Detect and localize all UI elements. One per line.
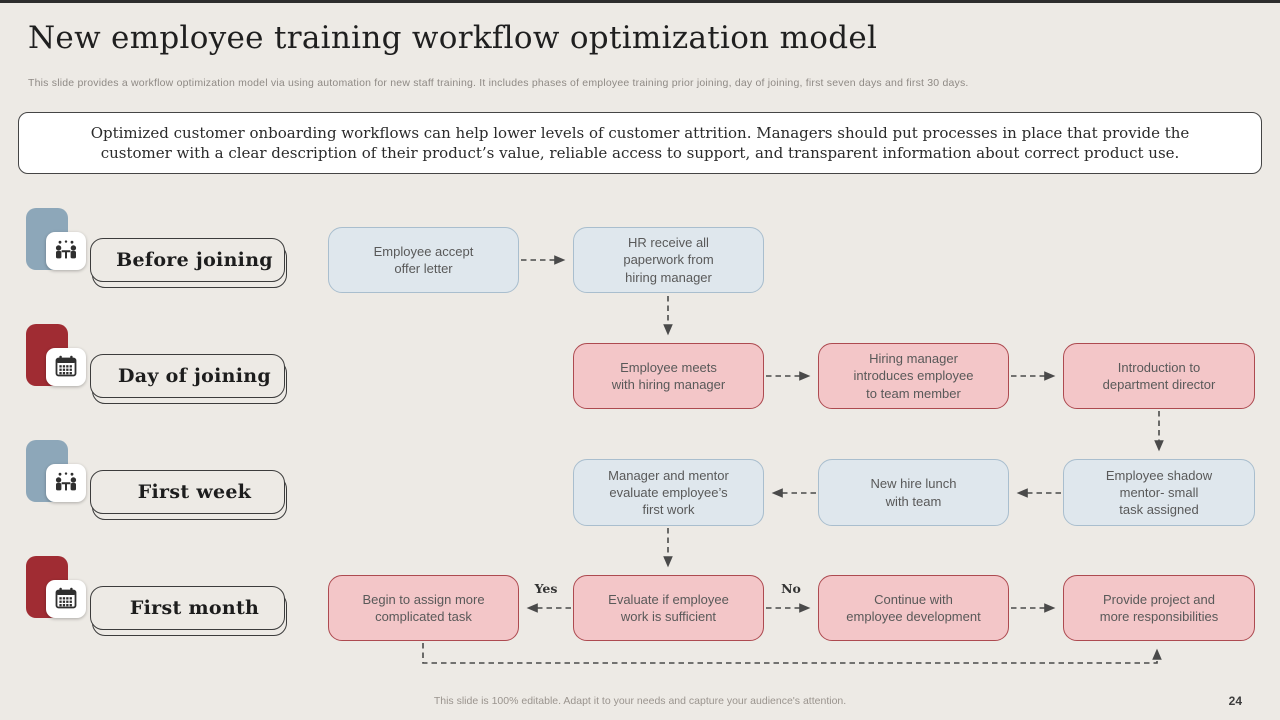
- flow-node-text: Employee meets with hiring manager: [611, 359, 726, 392]
- flow-node-text: Begin to assign more complicated task: [362, 591, 485, 624]
- flow-node-text: Evaluate if employee work is sufficient: [608, 591, 729, 624]
- callout-box: Optimized customer onboarding workflows …: [18, 112, 1262, 174]
- yes-label: Yes: [534, 581, 558, 596]
- flow-node: Manager and mentor evaluate employee’s f…: [573, 459, 764, 526]
- flow-node-text: Manager and mentor evaluate employee’s f…: [608, 467, 729, 518]
- page-number: 24: [1228, 694, 1242, 708]
- footer-note: This slide is 100% editable. Adapt it to…: [433, 695, 847, 707]
- slide-subtitle: This slide provides a workflow optimizat…: [28, 77, 969, 89]
- meeting-icon: [55, 240, 77, 259]
- calendar-icon: [55, 355, 77, 377]
- phase-pill: Before joining: [90, 238, 285, 282]
- flow-node: Employee shadow mentor- small task assig…: [1063, 459, 1255, 526]
- callout-text: Optimized customer onboarding workflows …: [90, 124, 1190, 162]
- phase-icon-tile: [46, 232, 86, 270]
- flow-node-text: Employee shadow mentor- small task assig…: [1105, 467, 1213, 518]
- phase-pill: First week: [90, 470, 285, 514]
- flow-node: Employee meets with hiring manager: [573, 343, 764, 409]
- top-border-line: [0, 0, 1280, 3]
- calendar-icon: [55, 587, 77, 609]
- flow-node: New hire lunch with team: [818, 459, 1009, 526]
- page-title: New employee training workflow optimizat…: [28, 20, 878, 56]
- phase-label: Day of joining: [118, 365, 271, 387]
- flow-node-text: Introduction to department director: [1102, 359, 1216, 392]
- phase-pill: First month: [90, 586, 285, 630]
- flow-node-text: HR receive all paperwork from hiring man…: [623, 235, 714, 285]
- flow-node: Evaluate if employee work is sufficient: [573, 575, 764, 641]
- flow-node: Provide project and more responsibilitie…: [1063, 575, 1255, 641]
- phase-label: First week: [137, 481, 252, 503]
- flow-node-text: Provide project and more responsibilitie…: [1099, 591, 1219, 624]
- phase-icon-tile: [46, 580, 86, 618]
- flow-node: HR receive all paperwork from hiring man…: [573, 227, 764, 293]
- phase-icon-tile: [46, 348, 86, 386]
- flow-node-text: Employee accept offer letter: [373, 243, 474, 276]
- flow-node: Employee accept offer letter: [328, 227, 519, 293]
- flow-node-text: Hiring manager introduces employee to te…: [853, 351, 974, 401]
- meeting-icon: [55, 472, 77, 491]
- flow-node: Introduction to department director: [1063, 343, 1255, 409]
- phase-label: Before joining: [116, 249, 273, 271]
- phase-row-first-month: First month: [0, 556, 300, 636]
- phase-row-day-of-joining: Day of joining: [0, 324, 300, 404]
- no-label: No: [781, 581, 801, 596]
- flow-node: Continue with employee development: [818, 575, 1009, 641]
- phase-pill: Day of joining: [90, 354, 285, 398]
- phase-row-first-week: First week: [0, 440, 300, 520]
- flow-node: Begin to assign more complicated task: [328, 575, 519, 641]
- flow-node-text: Continue with employee development: [846, 591, 981, 624]
- phase-row-before-joining: Before joining: [0, 208, 300, 288]
- phase-label: First month: [129, 597, 260, 619]
- phase-icon-tile: [46, 464, 86, 502]
- flow-node: Hiring manager introduces employee to te…: [818, 343, 1009, 409]
- flow-node-text: New hire lunch with team: [870, 476, 957, 509]
